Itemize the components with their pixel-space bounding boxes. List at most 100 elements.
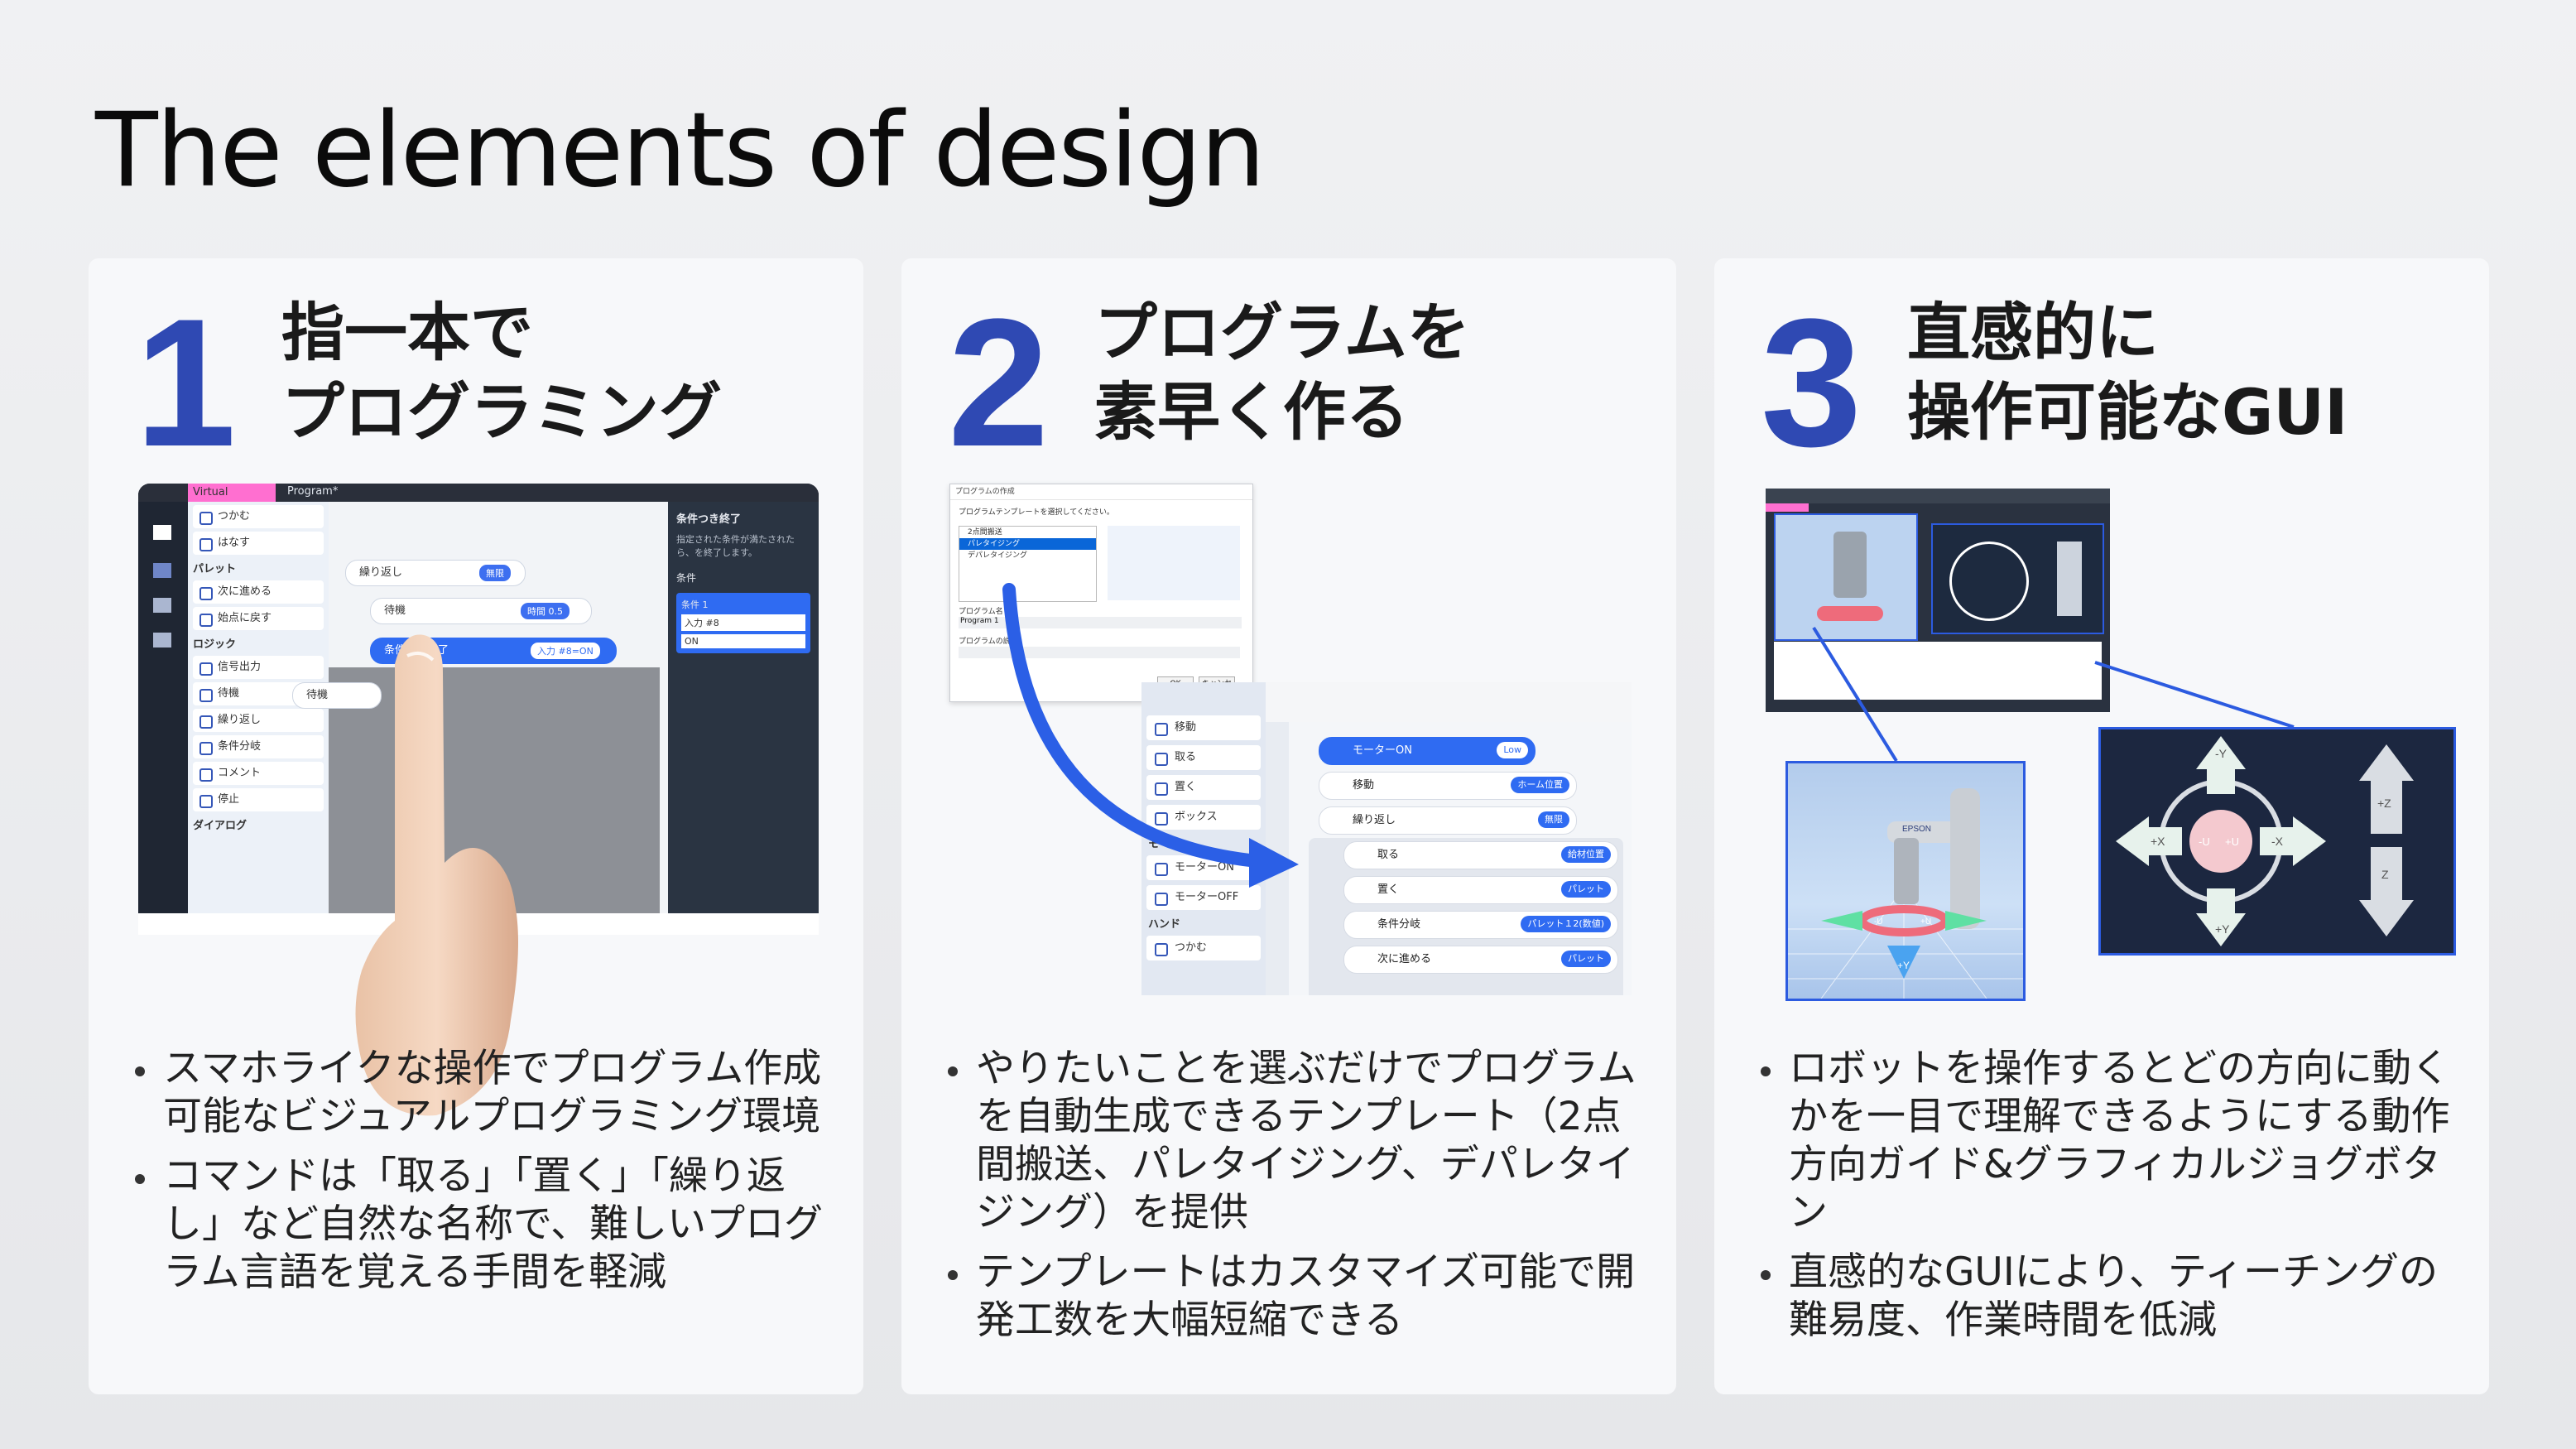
bullet-item: やりたいことを選ぶだけでプログラムを自動生成できるテンプレート（2点間搬送、パレ… <box>943 1045 1655 1237</box>
condition-input[interactable]: 入力 #8 <box>681 614 805 631</box>
card-number: 3 <box>1761 281 1862 484</box>
template-preview <box>1108 526 1240 600</box>
panel-title: 条件つき終了 <box>676 513 742 526</box>
list-item: はなす <box>193 532 324 555</box>
svg-text:+U: +U <box>1920 917 1931 927</box>
program-row: 条件分岐パレット１2(数値) <box>1343 911 1618 939</box>
svg-text:Z: Z <box>2381 868 2389 881</box>
list-item: 置く <box>1146 775 1261 800</box>
program-tab: Program* <box>287 485 339 498</box>
plus-z-button[interactable] <box>2359 744 2414 781</box>
program-name-input[interactable]: Program 1 <box>959 617 1242 628</box>
list-item: 次に進める <box>193 580 324 604</box>
command-list: 移動 取る 置く ボックス モーター モーターON モーターOFF ハンド つか… <box>1141 682 1266 995</box>
template-option-selected[interactable]: パレタイジング <box>959 538 1096 550</box>
minus-z-button[interactable] <box>2359 900 2414 936</box>
home-icon <box>153 525 171 540</box>
card-visual-programming: 1 指一本で プログラミング Virtual Program* つかむ はなす … <box>89 258 863 1394</box>
panel-description: 指定された条件が満たされたら、を終了します。 <box>676 534 795 558</box>
block-tag: 無限 <box>479 565 511 581</box>
list-item: つかむ <box>193 505 324 528</box>
app-topbar <box>138 484 819 502</box>
program-row: 移動ホーム位置 <box>1319 772 1577 800</box>
program-row: 置くパレット <box>1343 876 1618 904</box>
list-item: モーターOFF <box>1146 885 1261 910</box>
graphical-jog-panel: -Y +Y +X -X -U +U +Z Z <box>2098 727 2456 956</box>
u-rotate-button[interactable] <box>2189 810 2252 873</box>
plus-x-button[interactable] <box>2116 816 2149 866</box>
card-number: 2 <box>948 281 1050 484</box>
list-group: ハンド <box>1148 918 1181 931</box>
block-tag: 時間 0.5 <box>521 603 570 619</box>
bullet-item: ロボットを操作するとどの方向に動くかを一目で理解できるようにする動作方向ガイド&… <box>1756 1045 2468 1237</box>
robot-simulation-thumb <box>1774 513 1918 641</box>
svg-text:+Y: +Y <box>2215 922 2230 936</box>
panel-label: 条件 <box>676 572 697 584</box>
template-option[interactable]: 2点間搬送 <box>968 528 1002 537</box>
list-item: つかむ <box>1146 936 1261 960</box>
gui-titlebar <box>1766 489 2110 503</box>
svg-text:+U: +U <box>2225 835 2239 848</box>
list-item: 信号出力 <box>193 656 324 679</box>
list-item: 取る <box>1146 745 1261 770</box>
block-tag: 入力 #8=ON <box>531 643 600 659</box>
template-dialog: プログラムの作成 プログラムテンプレートを選択してください。 2点間搬送 パレタ… <box>949 484 1253 702</box>
minus-x-button[interactable] <box>2293 816 2326 866</box>
finger-illustration <box>355 634 518 1116</box>
card-heading: プログラムを 素早く作る <box>1094 296 1470 449</box>
template-options: 2点間搬送 パレタイジング デパレタイジング <box>959 526 1097 602</box>
position-table <box>1774 642 2102 700</box>
dialog-title: プログラムの作成 <box>950 484 1252 500</box>
mode-tab <box>1766 503 1809 512</box>
block-wait-dragging: 待機 <box>292 682 382 709</box>
bullet-item: テンプレートはカスタマイズ可能で開発工数を大幅短縮できる <box>943 1249 1655 1345</box>
list-item: 停止 <box>193 788 324 811</box>
robot-icon <box>1833 532 1867 598</box>
svg-text:+X: +X <box>2151 835 2165 848</box>
program-description-input[interactable] <box>959 647 1240 658</box>
minus-y-button[interactable] <box>2196 736 2246 769</box>
bullet-item: 直感的なGUIにより、ティーチングの難易度、作業時間を低減 <box>1756 1249 2468 1345</box>
svg-text:-Y: -Y <box>2215 747 2228 760</box>
bullet-item: スマホライクな操作でプログラム作成可能なビジュアルプログラミング環境 <box>130 1045 842 1141</box>
programming-screenshot: Virtual Program* つかむ はなす パレット 次に進める 始点に戻… <box>138 484 819 935</box>
svg-text:-X: -X <box>2271 835 2284 848</box>
card-heading: 指一本で プログラミング <box>281 296 722 449</box>
plus-y-button[interactable] <box>2196 913 2246 946</box>
page-title: The elements of design <box>95 91 1266 210</box>
grid-icon <box>153 633 171 647</box>
card-number: 1 <box>135 281 237 484</box>
robot-3d-view: EPSON +Y -U +U <box>1785 761 2026 1001</box>
card-intuitive-gui: 3 直感的に 操作可能なGUI EPSON <box>1714 258 2489 1394</box>
list-item: 移動 <box>1146 715 1261 740</box>
jog-panel-thumb <box>1931 523 2104 634</box>
list-item: 始点に戻す <box>193 607 324 630</box>
svg-text:+Z: +Z <box>2377 797 2391 810</box>
direction-guide <box>1817 606 1883 621</box>
generated-program-screenshot: 移動 取る 置く ボックス モーター モーターON モーターOFF ハンド つか… <box>1141 682 1632 995</box>
list-group: ダイアログ <box>193 820 248 832</box>
card-bullets: スマホライクな操作でプログラム作成可能なビジュアルプログラミング環境 コマンドは… <box>130 1045 842 1308</box>
generation-arrow <box>1002 583 1299 888</box>
list-group: ロジック <box>193 638 237 651</box>
properties-panel: 条件つき終了 指定された条件が満たされたら、を終了します。 条件 条件 1 入力… <box>668 502 819 913</box>
list-item: 条件分岐 <box>193 735 324 758</box>
program-row: 取る給材位置 <box>1343 841 1618 869</box>
z-jog-thumb <box>2057 542 2082 616</box>
condition-select[interactable]: ON <box>681 634 805 648</box>
list-item: ボックス <box>1146 805 1261 830</box>
list-group: パレット <box>193 563 237 575</box>
brand-label: EPSON <box>1902 825 1931 834</box>
template-option[interactable]: デパレタイジング <box>968 551 1028 560</box>
block-wait: 待機 <box>370 598 592 624</box>
program-row: 次に進めるパレット <box>1343 946 1618 974</box>
svg-text:-U: -U <box>1874 917 1883 927</box>
svg-text:-U: -U <box>2199 835 2210 848</box>
list-item: 繰り返し <box>193 709 324 732</box>
mode-tab: Virtual <box>188 484 276 502</box>
jog-ring <box>1949 542 2029 621</box>
jog-gui-screenshot <box>1766 489 2110 712</box>
list-item: コメント <box>193 762 324 785</box>
jog-icon <box>153 598 171 613</box>
